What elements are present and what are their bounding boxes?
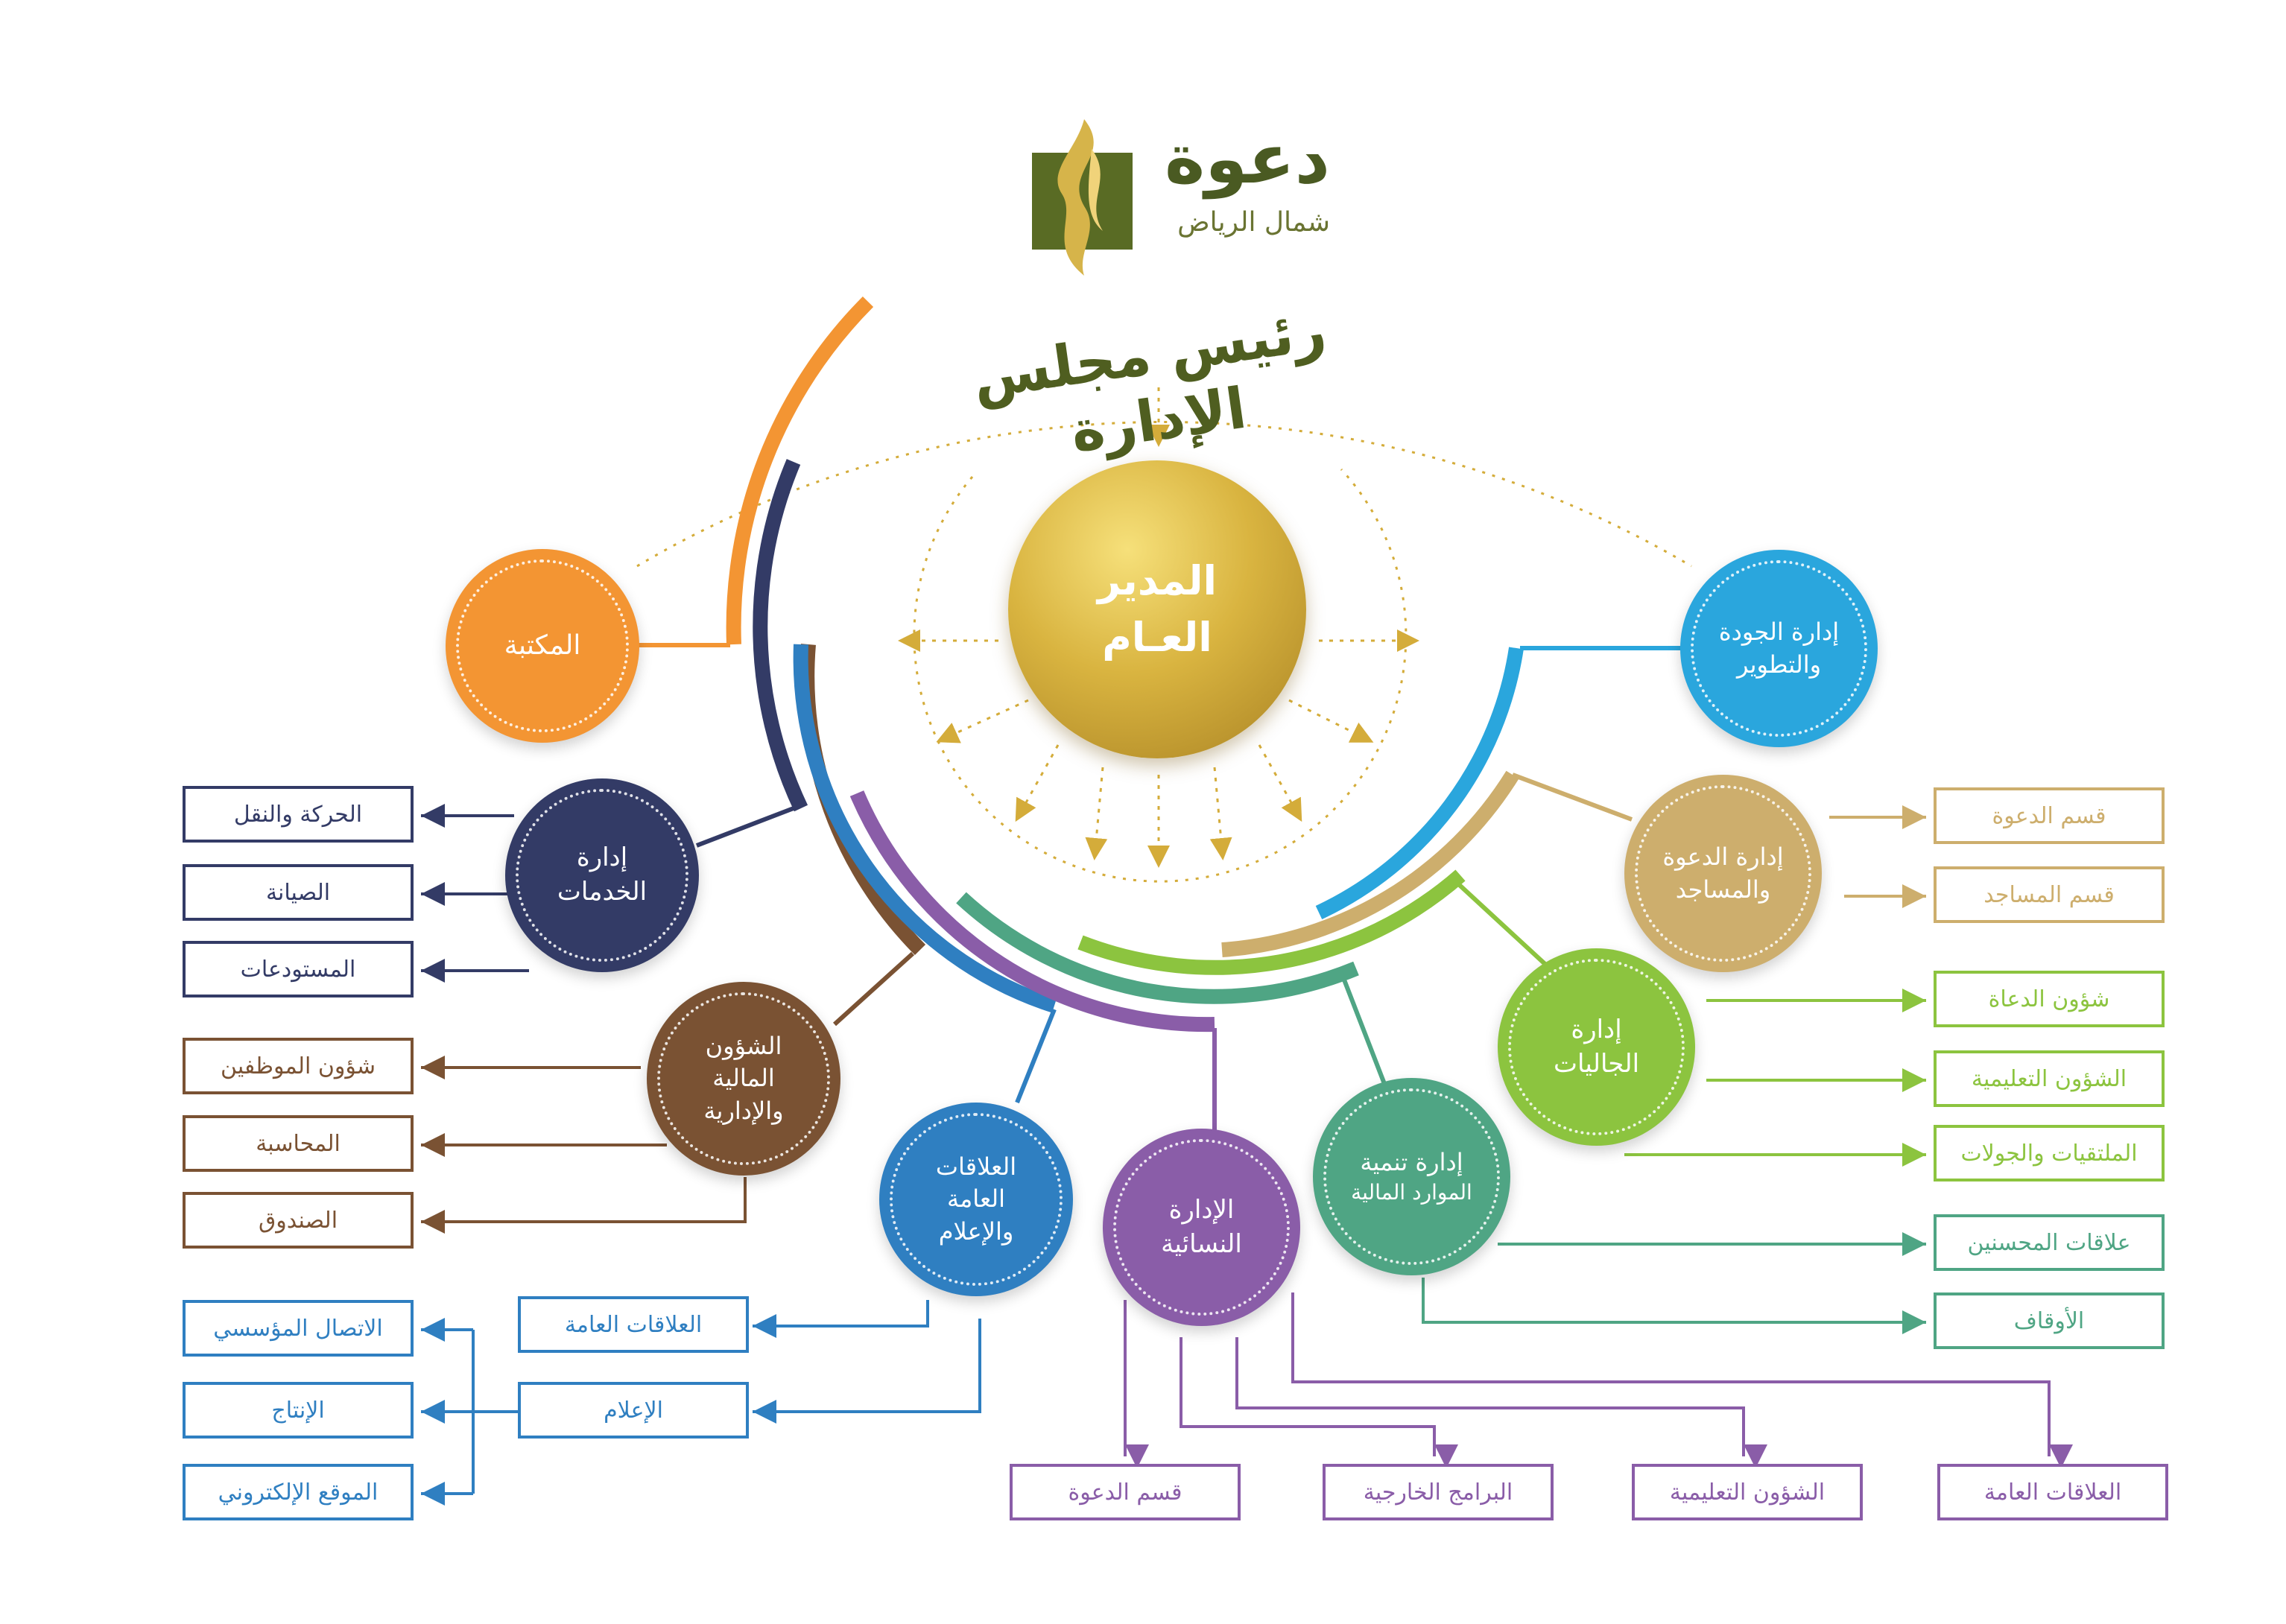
dept-media-label-2: العامة [946, 1184, 1006, 1214]
women-child-external-label: البرامج الخارجية [1363, 1479, 1513, 1506]
dept-services-label-1: إدارة [576, 843, 628, 873]
dept-quality-label-1: إدارة الجودة [1718, 618, 1840, 647]
services-child-warehouses-label: المستودعات [240, 956, 356, 983]
dawah-child-mosques[interactable]: قسم المساجد [1934, 866, 2165, 923]
women-child-external[interactable]: البرامج الخارجية [1323, 1464, 1554, 1520]
resources-child-donors-label: علاقات المحسنين [1967, 1229, 2131, 1256]
communities-child-preachers[interactable]: شؤون الدعاة [1934, 971, 2165, 1027]
gm-radiating-arrows [898, 387, 1419, 868]
finance-child-employees[interactable]: شؤون الموظفين [183, 1038, 414, 1094]
dept-finance[interactable]: الشؤون المالية والإدارية [647, 982, 840, 1176]
dept-finance-label-3: والإدارية [703, 1096, 784, 1125]
dept-media-label-1: العلاقات [935, 1152, 1017, 1181]
media-child-website[interactable]: الموقع الإلكتروني [183, 1464, 414, 1520]
resources-child-endowments[interactable]: الأوقاف [1934, 1292, 2165, 1349]
dept-services[interactable]: إدارة الخدمات [505, 778, 699, 972]
dept-women-label-1: الإدارة [1168, 1194, 1235, 1225]
media-child-corporate-comm[interactable]: الاتصال المؤسسي [183, 1300, 414, 1357]
dept-dawah[interactable]: إدارة الدعوة والمساجد [1624, 775, 1822, 972]
dept-quality[interactable]: إدارة الجودة والتطوير [1680, 550, 1878, 747]
dawah-child-mosques-label: قسم المساجد [1983, 881, 2115, 908]
services-child-transport-label: الحركة والنقل [233, 801, 363, 828]
dept-women[interactable]: الإدارة النسائية [1103, 1129, 1300, 1326]
communities-child-education[interactable]: الشؤون التعليمية [1934, 1050, 2165, 1107]
dept-communities-label-2: الجاليات [1553, 1048, 1640, 1079]
structure-arcs [726, 296, 1524, 1033]
communities-child-forums[interactable]: الملتقيات والجولات [1934, 1125, 2165, 1181]
dept-resources[interactable]: إدارة تنمية الموارد المالية [1313, 1078, 1510, 1275]
inner-dotted-ring [913, 468, 1408, 883]
services-child-maintenance-label: الصيانة [265, 879, 331, 906]
media-child-production[interactable]: الإنتاج [183, 1382, 414, 1439]
women-child-dawah-label: قسم الدعوة [1068, 1479, 1182, 1506]
dept-communities[interactable]: إدارة الجاليات [1498, 948, 1695, 1146]
dept-communities-label-1: إدارة [1571, 1014, 1622, 1044]
finance-child-fund[interactable]: الصندوق [183, 1192, 414, 1249]
women-child-dawah[interactable]: قسم الدعوة [1010, 1464, 1241, 1520]
logo-flame-icon [1032, 119, 1133, 276]
dawah-child-dawah-label: قسم الدعوة [1992, 802, 2106, 829]
media-child-website-label: الموقع الإلكتروني [218, 1479, 379, 1506]
dept-dawah-label-2: والمساجد [1675, 875, 1771, 904]
finance-child-accounting-label: المحاسبة [256, 1130, 341, 1157]
resources-child-endowments-label: الأوقاف [2013, 1307, 2085, 1334]
services-child-transport[interactable]: الحركة والنقل [183, 786, 414, 843]
dept-library[interactable]: المكتبة [446, 549, 639, 743]
media-sub-media-label: الإعلام [604, 1397, 663, 1424]
media-child-corporate-comm-label: الاتصال المؤسسي [213, 1315, 383, 1342]
communities-child-preachers-label: شؤون الدعاة [1988, 986, 2110, 1012]
media-sub-media[interactable]: الإعلام [518, 1382, 749, 1439]
gm-line-1: المدير [1097, 557, 1218, 605]
finance-child-employees-label: شؤون الموظفين [221, 1053, 376, 1079]
media-sub-public-relations-label: العلاقات العامة [564, 1311, 703, 1338]
communities-child-forums-label: الملتقيات والجولات [1960, 1140, 2138, 1167]
media-child-production-label: الإنتاج [271, 1397, 325, 1424]
logo-title: دعوة [1164, 119, 1330, 199]
dept-services-label-2: الخدمات [557, 877, 648, 907]
finance-child-fund-label: الصندوق [258, 1207, 338, 1234]
dept-resources-label-1: إدارة تنمية [1360, 1148, 1463, 1176]
women-child-education-label: الشؤون التعليمية [1669, 1479, 1826, 1506]
services-child-warehouses[interactable]: المستودعات [183, 941, 414, 997]
dept-finance-label-2: المالية [712, 1064, 775, 1093]
finance-child-accounting[interactable]: المحاسبة [183, 1115, 414, 1172]
dept-media-label-3: والإعلام [938, 1217, 1014, 1246]
women-child-pr[interactable]: العلاقات العامة [1937, 1464, 2168, 1520]
logo: دعوة شمال الرياض [1032, 119, 1330, 283]
dept-women-label-2: النسائية [1161, 1228, 1242, 1259]
media-sub-public-relations[interactable]: العلاقات العامة [518, 1296, 749, 1353]
general-manager-circle[interactable]: المدير العـام [1008, 460, 1306, 758]
dawah-child-dawah[interactable]: قسم الدعوة [1934, 787, 2165, 844]
resources-child-donors[interactable]: علاقات المحسنين [1934, 1214, 2165, 1271]
dept-finance-label-1: الشؤون [705, 1032, 782, 1061]
logo-subtitle: شمال الرياض [1177, 207, 1330, 238]
dept-quality-label-2: والتطوير [1736, 650, 1822, 679]
communities-child-education-label: الشؤون التعليمية [1971, 1065, 2127, 1092]
dept-media[interactable]: العلاقات العامة والإعلام [879, 1103, 1073, 1296]
dept-library-label: المكتبة [504, 629, 581, 661]
gm-line-2: العـام [1102, 614, 1212, 661]
dept-dawah-label-1: إدارة الدعوة [1662, 843, 1784, 872]
women-child-pr-label: العلاقات العامة [1983, 1479, 2122, 1506]
dept-resources-label-2: الموارد المالية [1351, 1180, 1472, 1205]
women-child-education[interactable]: الشؤون التعليمية [1632, 1464, 1863, 1520]
dept-connectors [637, 643, 1688, 1132]
services-child-maintenance[interactable]: الصيانة [183, 864, 414, 921]
